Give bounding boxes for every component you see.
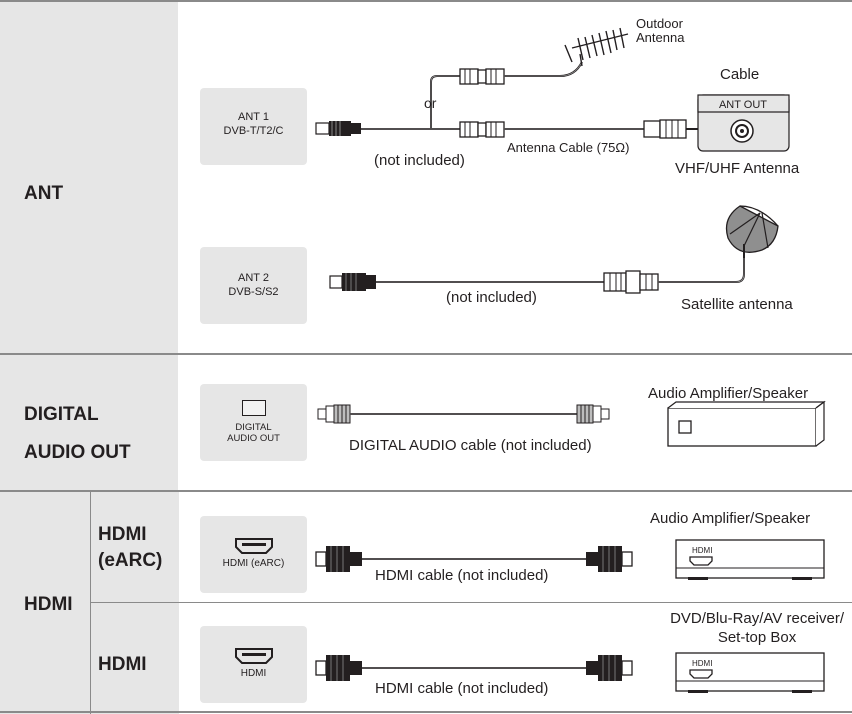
divider-hdmi-rows: [90, 602, 852, 603]
digital-audio-row-label: DIGITAL AUDIO OUT: [24, 402, 131, 466]
satellite-antenna-label: Satellite antenna: [681, 296, 793, 313]
hdmi-earc-device-label: Audio Amplifier/Speaker: [650, 510, 811, 527]
vhf-uhf-label: VHF/UHF Antenna: [675, 160, 800, 177]
digital-audio-port-line1: DIGITAL: [235, 422, 272, 433]
hdmi-earc-port: HDMI (eARC): [200, 516, 307, 593]
ant1-port-line2: DVB-T/T2/C: [223, 125, 284, 137]
digital-audio-label-line1: DIGITAL: [24, 404, 99, 425]
audio-amplifier-box-2: [675, 539, 825, 580]
optical-plug-right-icon: [576, 404, 610, 424]
digital-audio-port-line2: AUDIO OUT: [227, 433, 280, 444]
hdmi-plain-device-label: DVD/Blu-Ray/AV receiver/ Set-top Box: [670, 609, 844, 647]
receiver-hdmi-port-label: HDMI: [692, 659, 712, 668]
outdoor-antenna-label: Outdoor Antenna: [636, 17, 684, 45]
hdmi-earc-cable-label: HDMI cable (not included): [375, 567, 549, 584]
hdmi-earc-row-label: HDMI (eARC): [98, 522, 162, 574]
outdoor-antenna-line1: Outdoor: [636, 16, 683, 31]
top-border: [0, 0, 852, 2]
hdmi-port-icon: [234, 538, 273, 554]
hdmi-earc-port-label: HDMI (eARC): [222, 558, 285, 569]
digital-audio-port: DIGITAL AUDIO OUT: [200, 384, 307, 461]
hdmi-plug-left-icon: [315, 655, 362, 681]
hdmi-plain-device-line1: DVD/Blu-Ray/AV receiver/: [670, 610, 844, 627]
ant2-coax-plug-icon: [329, 273, 376, 291]
hdmi-plain-device-line2: Set-top Box: [717, 629, 797, 646]
cable-ant-out-box: [697, 94, 790, 152]
ant1-coax-plug-icon: [315, 121, 361, 136]
cable-title: Cable: [720, 66, 760, 83]
ant-out-label: ANT OUT: [719, 99, 767, 111]
digital-audio-cable-label: DIGITAL AUDIO cable (not included): [349, 437, 592, 454]
optical-plug-left-icon: [317, 404, 351, 424]
outdoor-antenna-icon: [564, 27, 629, 67]
ant-row-label: ANT: [24, 183, 64, 204]
outdoor-antenna-line2: Antenna: [636, 30, 685, 45]
ant2-port-line1: ANT 2: [238, 272, 269, 284]
coax-joiner-top-icon: [459, 68, 505, 85]
divider-ant-digital: [0, 353, 852, 355]
hdmi-row-label: HDMI: [24, 594, 73, 615]
or-label: or: [424, 95, 437, 111]
hdmi-port-icon: [234, 648, 273, 664]
ant2-port-line2: DVB-S/S2: [228, 286, 279, 298]
hdmi-plug-left-earc-icon: [315, 546, 362, 572]
dvd-av-receiver-box: [675, 652, 825, 693]
antenna-cable-label: Antenna Cable (75Ω): [507, 140, 630, 155]
hdmi-plain-row-label: HDMI: [98, 654, 147, 675]
ant2-port: ANT 2 DVB-S/S2: [200, 247, 307, 324]
hdmi-plain-cable-label: HDMI cable (not included): [375, 680, 549, 697]
divider-digital-hdmi: [0, 490, 852, 492]
optical-port-icon: [241, 400, 266, 416]
hdmi-plug-right-icon: [586, 655, 633, 681]
hdmi-plain-port: HDMI: [200, 626, 307, 703]
coax-plug-cable-box-icon: [643, 119, 698, 139]
ant1-port: ANT 1 DVB-T/T2/C: [200, 88, 307, 165]
hdmi-plain-port-label: HDMI: [240, 668, 267, 679]
ant1-not-included: (not included): [374, 152, 465, 169]
satellite-f-connector-icon: [603, 270, 659, 294]
digital-audio-device-label: Audio Amplifier/Speaker: [648, 385, 809, 402]
coax-joiner-bottom-icon: [459, 121, 505, 138]
ant2-not-included: (not included): [446, 289, 537, 306]
ant1-port-line1: ANT 1: [238, 111, 269, 123]
bottom-border: [0, 711, 852, 713]
hdmi-earc-label-line1: HDMI: [98, 524, 147, 545]
digital-audio-label-line2: AUDIO OUT: [24, 442, 131, 463]
hdmi-earc-label-line2: (eARC): [98, 550, 163, 571]
amp-hdmi-port-label: HDMI: [692, 546, 712, 555]
satellite-dish-icon: [725, 205, 779, 258]
hdmi-plug-right-earc-icon: [586, 546, 633, 572]
audio-amplifier-box-1: [667, 400, 826, 447]
